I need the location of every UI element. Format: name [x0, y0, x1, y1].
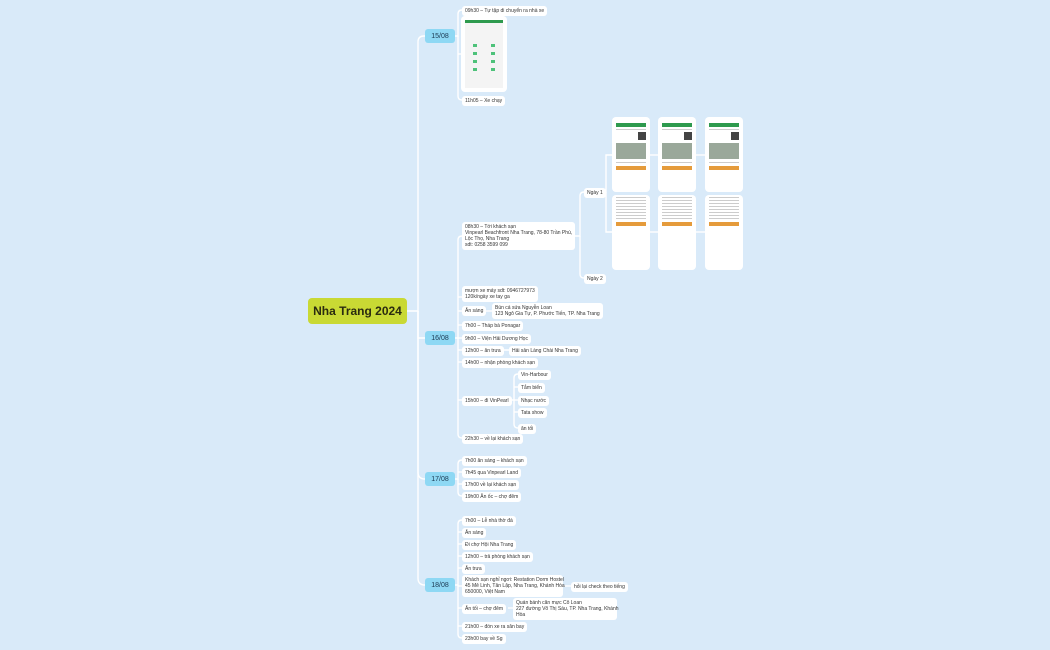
- node-16-lunch-place[interactable]: Hải sản Làng Chài Nha Trang: [509, 346, 581, 356]
- vin-item[interactable]: ăn tối: [518, 424, 537, 434]
- vin-item[interactable]: Tata show: [518, 408, 547, 418]
- hotel-line-2: Vinpearl Beachfront Nha Trang, 78-80 Trầ…: [465, 230, 573, 236]
- hostel-line-1: Khách sạn nghỉ ngơi: Restation Dorm Host…: [465, 577, 564, 583]
- node-16-checkin[interactable]: 14h00 – nhận phòng khách sạn: [462, 358, 539, 368]
- moto-line-1: mượn xe máy sdt: 0946727973: [465, 288, 535, 294]
- node-17-item[interactable]: 7h00 ăn sáng – khách sạn: [462, 456, 527, 466]
- node-17-item[interactable]: 7h45 qua Vinpearl Land: [462, 468, 522, 478]
- hotel-line-3: Lộc Thọ, Nha Trang: [465, 236, 510, 242]
- root-node[interactable]: Nha Trang 2024: [308, 298, 407, 324]
- node-17-item[interactable]: 19h00 Ăn ốc – chợ đêm: [462, 492, 522, 502]
- ticket-screenshot[interactable]: [461, 16, 507, 92]
- dinner-line-1: Quán bánh căn mực Cô Loan: [516, 600, 582, 606]
- vin-item[interactable]: Vin-Harbour: [518, 370, 551, 380]
- date-node-16-08[interactable]: 16/08: [425, 331, 455, 345]
- node-16-ponagar[interactable]: 7h00 – Tháp bà Ponagar: [462, 321, 524, 331]
- hostel-line-2: 45 Mê Linh, Tân Lập, Nha Trang, Khánh Hò…: [465, 583, 565, 589]
- node-16-hotel[interactable]: 08h30 – Tới khách sạn Vinpearl Beachfron…: [462, 222, 575, 250]
- dinner-line-3: Hòa: [516, 612, 526, 618]
- booking-screenshot-3[interactable]: [705, 117, 743, 192]
- node-16-breakfast[interactable]: Ăn sáng: [462, 306, 487, 316]
- date-node-15-08[interactable]: 15/08: [425, 29, 455, 43]
- node-18-dinner-place[interactable]: Quán bánh căn mực Cô Loan 227 đường Võ T…: [513, 598, 619, 620]
- invoice-screenshot-1[interactable]: [612, 195, 650, 270]
- node-18-item[interactable]: Ăn sáng: [462, 528, 487, 538]
- node-18-item[interactable]: Đi chợ Hội Nha Trang: [462, 540, 517, 550]
- node-16-vinpearl[interactable]: 15h00 – đi VinPearl: [462, 396, 512, 406]
- node-16-moto[interactable]: mượn xe máy sdt: 0946727973 120k/ngày xe…: [462, 286, 538, 302]
- node-15-bus[interactable]: 11h05 – Xe chạy: [462, 96, 506, 106]
- node-16-lunch[interactable]: 12h00 – ăn trưa: [462, 346, 504, 356]
- hotel-line-1: 08h30 – Tới khách sạn: [465, 224, 516, 230]
- node-18-dinner[interactable]: Ăn tối – chợ đêm: [462, 604, 507, 614]
- node-16-breakfast-place[interactable]: Bún cá sứa Nguyễn Loan 123 Ngô Gia Tự, P…: [492, 303, 603, 319]
- node-18-item[interactable]: Ăn trưa: [462, 564, 485, 574]
- node-18-item[interactable]: 12h00 – trả phòng khách sạn: [462, 552, 533, 562]
- date-node-17-08[interactable]: 17/08: [425, 472, 455, 486]
- breakfast-line-2: 123 Ngô Gia Tự, P. Phước Tiến, TP. Nha T…: [495, 311, 600, 317]
- node-day-2[interactable]: Ngày 2: [584, 274, 606, 284]
- dinner-line-2: 227 đường Võ Thị Sáu, TP. Nha Trang, Khá…: [516, 606, 619, 612]
- moto-line-2: 120k/ngày xe tay ga: [465, 294, 510, 300]
- booking-screenshot-2[interactable]: [658, 117, 696, 192]
- node-16-back[interactable]: 22h30 – về lại khách sạn: [462, 434, 524, 444]
- node-18-item[interactable]: 7h00 – Lễ nhà thờ đá: [462, 516, 516, 526]
- node-18-hostel[interactable]: Khách sạn nghỉ ngơi: Restation Dorm Host…: [462, 575, 565, 597]
- node-15-depart[interactable]: 09h30 – Tự tập di chuyển ra nhà xe: [462, 6, 548, 16]
- booking-screenshot-1[interactable]: [612, 117, 650, 192]
- node-day-1[interactable]: Ngày 1: [584, 188, 606, 198]
- vin-item[interactable]: Tắm biển: [518, 383, 545, 393]
- node-16-ocean[interactable]: 9h00 – Viện Hải Dương Học: [462, 334, 531, 344]
- hostel-line-3: 650000, Việt Nam: [465, 589, 505, 595]
- node-17-item[interactable]: 17h00 về lại khách sạn: [462, 480, 520, 490]
- vin-item[interactable]: Nhạc nước: [518, 396, 549, 406]
- invoice-screenshot-2[interactable]: [658, 195, 696, 270]
- node-18-hostel-note[interactable]: hỏi lại check theo tiếng: [571, 582, 628, 592]
- node-18-flight[interactable]: 23h00 bay về Sg: [462, 634, 506, 644]
- hotel-line-4: sdt: 0258 3599 099: [465, 242, 508, 248]
- node-18-bus[interactable]: 21h00 – đón xe ra sân bay: [462, 622, 528, 632]
- invoice-screenshot-3[interactable]: [705, 195, 743, 270]
- date-node-18-08[interactable]: 18/08: [425, 578, 455, 592]
- breakfast-line-1: Bún cá sứa Nguyễn Loan: [495, 305, 552, 311]
